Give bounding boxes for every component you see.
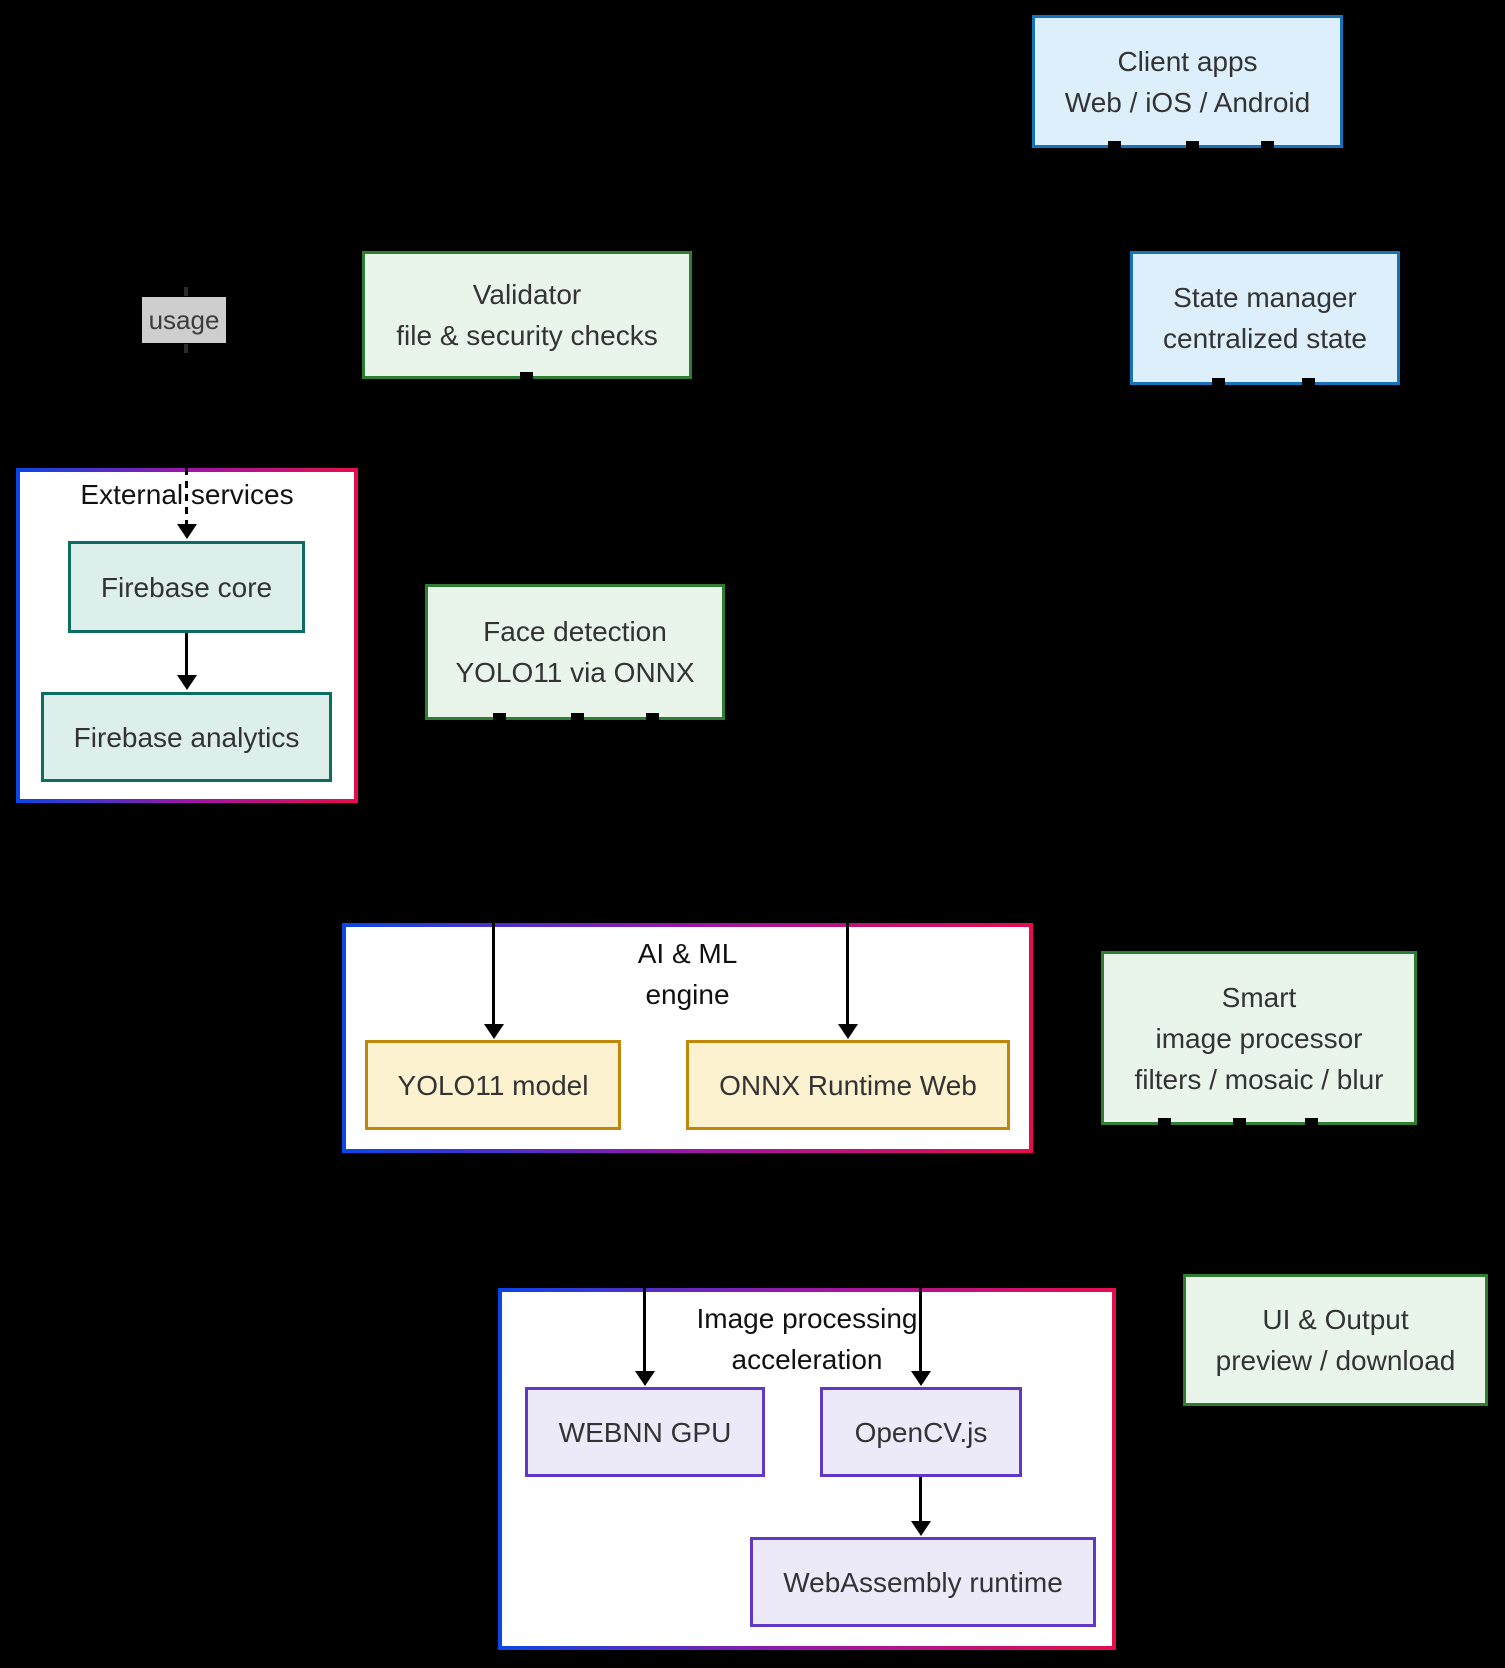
arrow-down-icon (177, 524, 197, 539)
edge-stub (571, 713, 584, 722)
node-firebase-analytics: Firebase analytics (41, 692, 332, 782)
node-ui-output: UI & Output preview / download (1183, 1274, 1488, 1406)
edge-to-onnx-line (846, 923, 849, 1024)
node-validator-line1: Validator (472, 279, 582, 310)
edge-stub (1108, 141, 1121, 150)
arrow-down-icon (635, 1371, 655, 1386)
edge-to-webnn-line (643, 1288, 646, 1371)
node-yolo11-model-line1: YOLO11 model (397, 1069, 589, 1101)
edge-label-usage: usage (142, 297, 226, 343)
node-ui-output-line1: UI & Output (1262, 1304, 1409, 1335)
node-face-detection-line2: YOLO11 via ONNX (455, 657, 695, 688)
edge-stub (646, 713, 659, 722)
edge-stub (520, 372, 533, 381)
edge-stub (1158, 1118, 1171, 1127)
edge-opencv-wasm-line (919, 1477, 922, 1521)
arrow-down-icon (911, 1521, 931, 1536)
node-smart-processor-line1: Smart (1221, 981, 1297, 1013)
node-opencv-js: OpenCV.js (820, 1387, 1022, 1477)
node-state-manager: State manager centralized state (1130, 251, 1400, 385)
node-firebase-analytics-line1: Firebase analytics (73, 721, 300, 753)
arrow-down-icon (177, 675, 197, 690)
node-onnx-runtime-web-line1: ONNX Runtime Web (719, 1069, 977, 1101)
edge-to-opencv-line (919, 1288, 922, 1371)
node-firebase-core-line1: Firebase core (100, 571, 273, 603)
cluster-external-services: External services Firebase core Firebase… (16, 468, 358, 803)
edge-stub (1233, 1118, 1246, 1127)
cluster-ai-ml-engine: AI & ML engine YOLO11 model ONNX Runtime… (342, 923, 1033, 1153)
node-validator: Validator file & security checks (362, 251, 692, 379)
cluster-image-processing-title-line2: acceleration (731, 1344, 883, 1375)
node-yolo11-model: YOLO11 model (365, 1040, 621, 1130)
node-ui-output-line2: preview / download (1215, 1345, 1456, 1376)
cluster-image-processing-title-line1: Image processing (696, 1303, 918, 1334)
node-smart-processor-line3: filters / mosaic / blur (1134, 1063, 1384, 1095)
cluster-ai-ml-title-line1: AI & ML (637, 938, 738, 969)
node-webnn-gpu: WEBNN GPU (525, 1387, 765, 1477)
edge-stub (1212, 378, 1225, 387)
arrow-down-icon (484, 1024, 504, 1039)
node-state-manager-line2: centralized state (1163, 323, 1367, 354)
edge-to-yolo11-line (492, 923, 495, 1024)
edge-usage-dashed-line (185, 468, 188, 524)
node-onnx-runtime-web: ONNX Runtime Web (686, 1040, 1010, 1130)
cluster-image-processing: Image processing acceleration WEBNN GPU … (498, 1288, 1116, 1650)
node-opencv-js-line1: OpenCV.js (854, 1416, 988, 1448)
node-firebase-core: Firebase core (68, 541, 305, 633)
node-webassembly-runtime: WebAssembly runtime (750, 1537, 1096, 1627)
edge-stub (1186, 141, 1199, 150)
node-smart-processor: Smart image processor filters / mosaic /… (1101, 951, 1417, 1125)
node-smart-processor-line2: image processor (1155, 1022, 1363, 1054)
node-face-detection: Face detection YOLO11 via ONNX (425, 584, 725, 720)
node-face-detection-line1: Face detection (483, 616, 667, 647)
edge-stub (1302, 378, 1315, 387)
node-webassembly-runtime-line1: WebAssembly runtime (783, 1566, 1063, 1598)
edge-stub (1261, 141, 1274, 150)
node-state-manager-line1: State manager (1173, 282, 1357, 313)
node-validator-line2: file & security checks (396, 320, 658, 351)
edge-stub (493, 713, 506, 722)
edge-core-analytics-line (185, 633, 188, 675)
node-client-apps: Client apps Web / iOS / Android (1032, 15, 1343, 148)
arrow-down-icon (911, 1371, 931, 1386)
edge-stub (184, 287, 188, 296)
cluster-ai-ml-title-line2: engine (645, 979, 730, 1010)
arrow-down-icon (838, 1024, 858, 1039)
node-client-apps-line2: Web / iOS / Android (1064, 86, 1311, 118)
node-client-apps-line1: Client apps (1117, 45, 1258, 77)
edge-stub (1305, 1118, 1318, 1127)
edge-stub (184, 344, 188, 353)
node-webnn-gpu-line1: WEBNN GPU (558, 1416, 732, 1448)
